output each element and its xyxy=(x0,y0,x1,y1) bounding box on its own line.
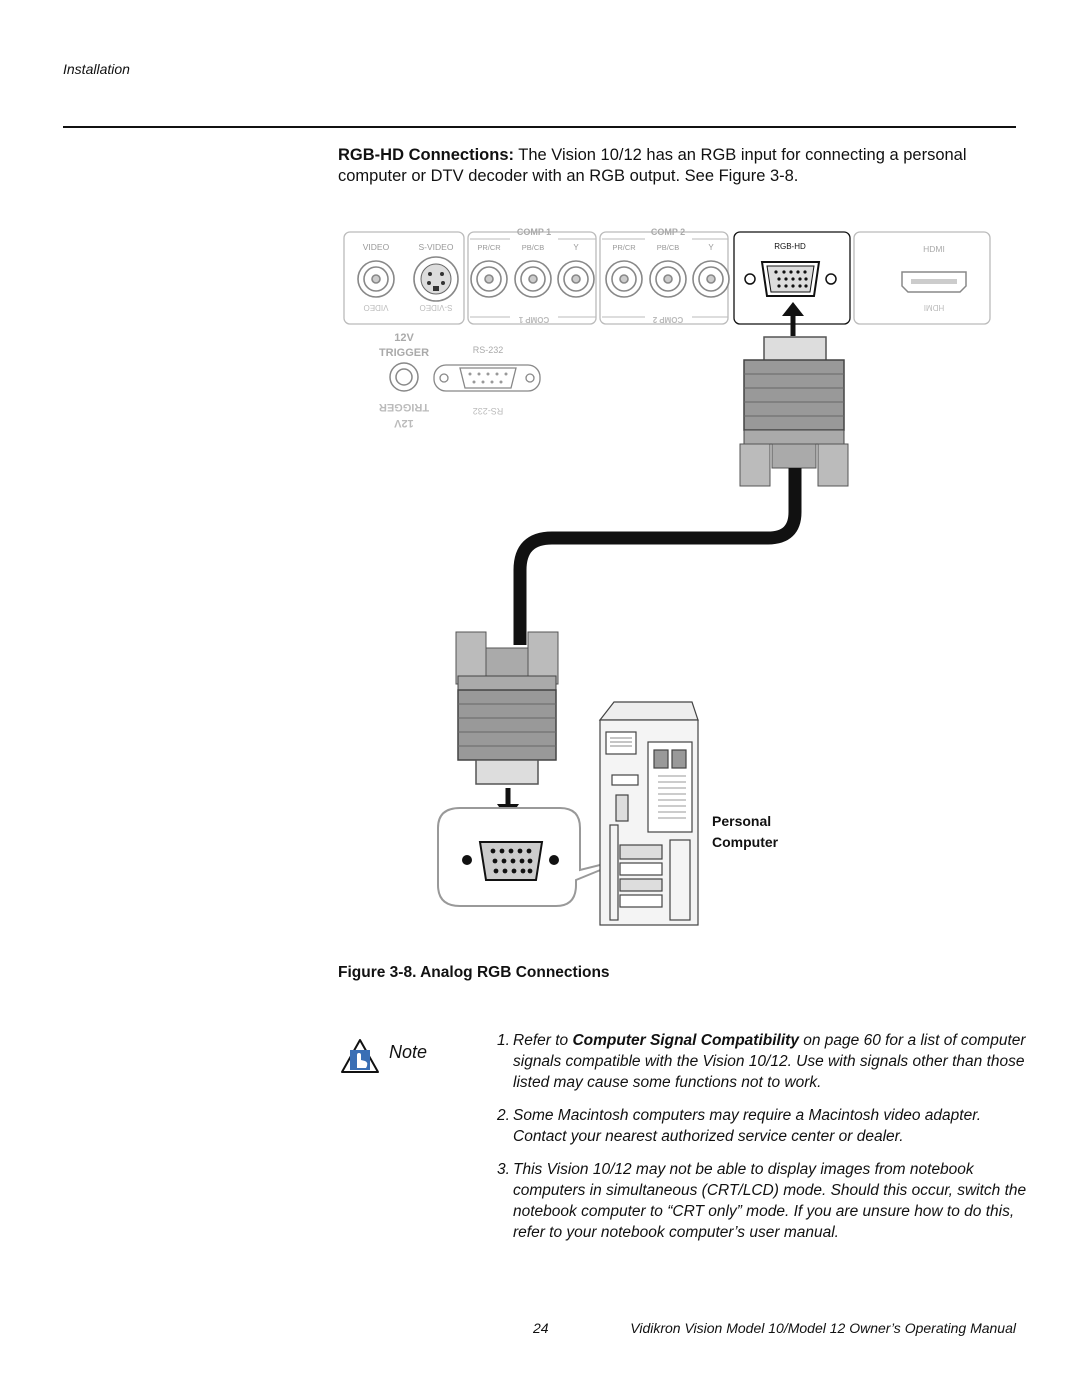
note-text-post: on page 60 for a list of computer signal… xyxy=(513,1032,1026,1091)
comp1-y-label: Y xyxy=(573,243,579,252)
note-text-pre: Refer to xyxy=(513,1032,573,1049)
trigger-jack xyxy=(389,362,419,392)
comp2-pr-label: PR/CR xyxy=(612,243,636,252)
rgbhd-port xyxy=(744,261,837,297)
note-label: Note xyxy=(389,1042,428,1062)
note-item: 2. Some Macintosh computers may require … xyxy=(497,1105,1037,1147)
svideo-jack xyxy=(413,256,459,302)
svg-text:COMP 1: COMP 1 xyxy=(518,315,549,324)
manual-title: Vidikron Vision Model 10/Model 12 Owner’… xyxy=(630,1320,1016,1336)
comp2-pb-label: PB/CB xyxy=(657,243,680,252)
rs232-label: RS-232 xyxy=(473,345,504,355)
mirrored-labels: VIDEO S-VIDEO COMP 1 COMP 2 HDMI xyxy=(364,303,945,324)
svg-text:12V: 12V xyxy=(394,417,414,429)
svg-text:COMP 2: COMP 2 xyxy=(652,315,683,324)
note-number: 3. xyxy=(497,1161,510,1178)
note-text: Some Macintosh computers may require a M… xyxy=(513,1107,982,1145)
connection-diagram: COMP 1 COMP 2 VIDEO S-VIDEO PR/CR PB/CB … xyxy=(330,220,1010,935)
note-text: This Vision 10/12 may not be able to dis… xyxy=(513,1161,1027,1241)
note-number: 2. xyxy=(497,1107,510,1124)
intro-lead: RGB-HD Connections: xyxy=(338,146,514,164)
note-item: 1. Refer to Computer Signal Compatibilit… xyxy=(497,1030,1037,1093)
note-list: 1. Refer to Computer Signal Compatibilit… xyxy=(497,1030,1037,1255)
rs232-port xyxy=(433,364,541,392)
lower-vga-plug xyxy=(455,631,559,820)
intro-paragraph: RGB-HD Connections: The Vision 10/12 has… xyxy=(338,145,1018,187)
trigger-label: TRIGGER xyxy=(379,347,429,359)
note-item: 3. This Vision 10/12 may not be able to … xyxy=(497,1159,1037,1243)
svg-text:HDMI: HDMI xyxy=(924,303,944,312)
pc-port-callout xyxy=(437,807,621,907)
note-link-text: Computer Signal Compatibility xyxy=(572,1032,799,1049)
upper-vga-plug xyxy=(739,302,849,487)
header-rule xyxy=(63,126,1016,128)
video-label: VIDEO xyxy=(363,242,390,252)
hdmi-label: HDMI xyxy=(923,244,945,254)
trigger-volt-label: 12V xyxy=(394,332,414,344)
pc-label-personal: Personal xyxy=(712,813,771,829)
note-text: Refer to Computer Signal Compatibility o… xyxy=(513,1030,1037,1093)
comp2-label: COMP 2 xyxy=(651,227,685,237)
comp1-label: COMP 1 xyxy=(517,227,551,237)
pc-label-computer: Computer xyxy=(712,834,779,850)
svideo-label: S-VIDEO xyxy=(419,242,454,252)
note-number: 1. xyxy=(497,1032,510,1049)
figure-caption: Figure 3-8. Analog RGB Connections xyxy=(338,964,610,981)
header-section-title: Installation xyxy=(63,61,130,77)
rca-jacks xyxy=(357,260,730,298)
intro-text: The Vision 10/12 has an RGB input for co… xyxy=(338,146,967,185)
vga-cable xyxy=(513,468,802,645)
svg-text:RS-232: RS-232 xyxy=(473,406,504,416)
pc-tower xyxy=(598,701,699,926)
hdmi-port xyxy=(901,271,967,293)
svg-text:TRIGGER: TRIGGER xyxy=(379,401,429,413)
svg-text:S-VIDEO: S-VIDEO xyxy=(420,303,453,312)
page-number: 24 xyxy=(533,1320,549,1336)
comp2-y-label: Y xyxy=(708,243,714,252)
comp1-pb-label: PB/CB xyxy=(522,243,545,252)
rgbhd-label: RGB-HD xyxy=(774,242,806,251)
comp1-pr-label: PR/CR xyxy=(477,243,501,252)
mirrored-trigger: TRIGGER 12V RS-232 xyxy=(379,401,503,429)
svg-text:VIDEO: VIDEO xyxy=(364,303,389,312)
note-hand-icon xyxy=(341,1039,379,1073)
